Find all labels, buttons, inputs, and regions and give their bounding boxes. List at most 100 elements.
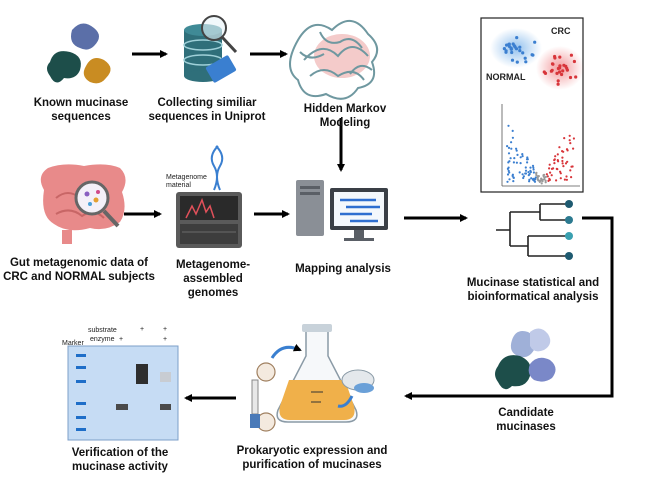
volcano-dot: [565, 178, 569, 181]
volcano-dot: [507, 166, 510, 169]
pca-dot-normal: [502, 47, 506, 51]
computer-icon: [296, 180, 388, 241]
label-verification: Verification of the mucinase activity: [71, 447, 169, 473]
volcano-dot: [521, 153, 524, 156]
volcano-dot: [538, 179, 541, 182]
volcano-dot: [565, 175, 568, 178]
volcano-dot: [507, 124, 510, 127]
volcano-dot: [526, 161, 529, 164]
volcano-dot: [512, 161, 516, 164]
volcano-dot: [511, 129, 514, 132]
pca-dot-normal: [515, 36, 519, 40]
volcano-dot: [522, 176, 525, 180]
volcano-dot: [558, 146, 561, 149]
pca-dot-crc: [560, 72, 564, 77]
volcano-dot: [544, 175, 548, 178]
volcano-dot: [535, 172, 538, 175]
volcano-dot: [518, 171, 521, 174]
pca-dot-crc: [556, 79, 560, 83]
pca-dot-normal: [523, 56, 527, 60]
volcano-dot: [507, 161, 510, 164]
volcano-dot: [515, 161, 519, 164]
volcano-dot: [559, 172, 562, 175]
volcano-dot: [528, 172, 531, 176]
volcano-dot: [564, 162, 568, 165]
pca-dot-crc: [553, 54, 557, 59]
volcano-dot: [519, 162, 522, 165]
label-metagenome-material: Metagenome material: [166, 174, 207, 189]
volcano-dot: [512, 180, 515, 183]
candidate-proteins-icon: [495, 328, 556, 390]
volcano-dot: [561, 159, 564, 163]
volcano-dot: [509, 157, 512, 160]
volcano-dot: [524, 166, 527, 169]
pca-dot-normal: [507, 42, 511, 46]
volcano-dot: [540, 178, 543, 182]
database-icon: [183, 15, 238, 83]
volcano-dot: [521, 155, 524, 158]
volcano-dot: [519, 156, 522, 159]
volcano-dot: [522, 175, 526, 178]
label-crc: CRC: [551, 26, 571, 36]
pca-dot-normal: [504, 50, 508, 54]
gel-plus-3: +: [119, 336, 124, 343]
label-collecting-sequences: Collecting similiar sequences in Uniprot: [148, 97, 266, 123]
volcano-dot: [532, 171, 536, 174]
pca-dot-normal: [515, 60, 519, 64]
mucinase-proteins-icon: [47, 23, 111, 84]
volcano-dot: [570, 165, 573, 168]
volcano-dot: [526, 156, 529, 159]
volcano-dot: [528, 178, 531, 181]
volcano-dot: [524, 169, 528, 172]
pca-dot-normal: [510, 50, 514, 55]
volcano-dot: [568, 139, 571, 142]
label-gut-metagenomic: Gut metagenomic data of CRC and NORMAL s…: [3, 257, 155, 283]
volcano-dot: [521, 173, 524, 176]
volcano-dot: [550, 174, 553, 177]
pca-dot-crc: [574, 75, 578, 79]
gel-enzyme-label: enzyme: [90, 336, 115, 343]
volcano-dot: [553, 162, 556, 165]
pca-dot-normal: [521, 51, 525, 55]
volcano-dot: [540, 182, 543, 185]
volcano-dot: [548, 177, 551, 180]
volcano-dot: [555, 179, 558, 182]
pca-dot-crc: [556, 82, 560, 86]
volcano-dot: [556, 168, 559, 171]
pca-dot-normal: [507, 44, 511, 49]
flow-arrows: [124, 50, 614, 402]
volcano-dot: [568, 134, 571, 137]
pca-dot-normal: [514, 47, 519, 51]
volcano-dot: [561, 156, 564, 159]
label-known-mucinase: Known mucinase sequences: [33, 97, 129, 123]
volcano-dot: [546, 175, 549, 178]
volcano-dot: [536, 178, 539, 181]
gel-plus-4: +: [163, 336, 168, 343]
statistics-panel: [480, 17, 584, 193]
gel-marker-label: Marker: [62, 340, 84, 347]
volcano-dot: [554, 155, 557, 158]
label-mag: Metagenome- assembled genomes: [175, 259, 251, 299]
flask-icon: [250, 324, 375, 432]
gel-substrate-label: substrate: [88, 327, 117, 334]
volcano-dot: [532, 166, 535, 169]
volcano-dot: [530, 177, 533, 180]
pca-dot-crc: [569, 53, 574, 57]
volcano-dot: [544, 181, 547, 184]
volcano-dot: [565, 148, 569, 151]
volcano-dot: [556, 159, 559, 162]
volcano-dot: [534, 176, 537, 179]
pca-dot-crc: [550, 68, 554, 72]
volcano-dot: [569, 142, 572, 145]
pca-dot-crc: [568, 75, 573, 80]
label-normal: NORMAL: [486, 72, 526, 82]
pca-dot-normal: [509, 47, 513, 51]
gel-icon: [67, 345, 179, 441]
pca-dot-normal: [505, 43, 509, 47]
volcano-dot: [548, 167, 551, 170]
volcano-dot: [552, 167, 555, 170]
pca-dot-normal: [510, 58, 515, 62]
pca-dot-crc: [562, 63, 566, 67]
pca-dot-normal: [524, 60, 528, 64]
